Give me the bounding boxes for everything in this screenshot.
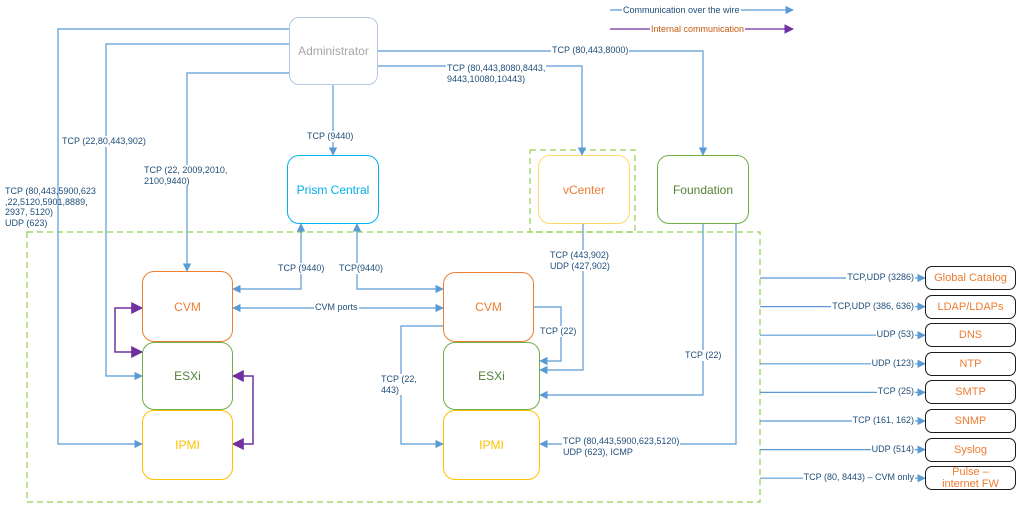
cluster-boundary xyxy=(26,231,761,503)
service-protocol-label: UDP (53) xyxy=(875,329,915,340)
esxi-right-label: ESXi xyxy=(478,369,505,383)
vcenter-label: vCenter xyxy=(562,182,606,197)
ipmi-left-label: IPMI xyxy=(175,438,200,452)
service-box: LDAP/LDAPs xyxy=(925,294,1016,319)
service-protocol-label: TCP (80, 8443) – CVM only xyxy=(802,472,915,483)
admin-cvm-label: TCP (22, 2009,2010, 2100,9440) xyxy=(143,165,229,186)
service-box: Syslog xyxy=(925,437,1016,462)
admin-prism-label: TCP (9440) xyxy=(306,131,355,142)
admin-ipmi-link xyxy=(57,28,290,449)
foundation-esxi-label: TCP (22) xyxy=(684,350,723,361)
cvm-esxi-internal-link xyxy=(114,302,144,358)
service-name: SMTP xyxy=(955,386,986,399)
cvm-ports-label: CVM ports xyxy=(314,302,359,313)
service-box: SNMP xyxy=(925,409,1016,433)
admin-cvm-link xyxy=(182,72,290,272)
service-box: Global Catalog xyxy=(925,266,1016,290)
administrator-node: Administrator xyxy=(289,17,378,85)
admin-foundation-label: TCP (80,443,8000) xyxy=(551,45,630,56)
vcenter-node: vCenter xyxy=(538,155,630,224)
ipmi-left-node: IPMI xyxy=(142,410,233,480)
service-name: NTP xyxy=(959,357,982,370)
admin-foundation-link xyxy=(378,50,708,156)
cvm-esxi-right-label: TCP (22) xyxy=(539,326,578,337)
service-name: LDAP/LDAPs xyxy=(937,300,1004,313)
pc-cvm-left-link xyxy=(232,223,306,294)
service-protocol-label: TCP (161, 162) xyxy=(851,415,915,426)
cvm-right-node: CVM xyxy=(443,272,534,342)
admin-vcenter-label: TCP (80,443,8080,8443, 9443,10080,10443) xyxy=(446,63,547,84)
foundation-ipmi-label: TCP (80,443,5900,623,5120) UDP (623), IC… xyxy=(562,436,681,457)
prism-central-label: Prism Central xyxy=(296,182,370,197)
service-name: DNS xyxy=(958,329,983,342)
esxi-ipmi-internal-link xyxy=(231,370,254,450)
service-name: Syslog xyxy=(953,443,988,456)
service-name: Global Catalog xyxy=(934,272,1007,284)
foundation-esxi-link xyxy=(539,224,704,400)
admin-esxi-link xyxy=(105,43,290,381)
service-protocol-label: UDP (514) xyxy=(870,443,915,455)
vcenter-esxi-label: TCP (443,902) UDP (427,902) xyxy=(549,250,611,271)
ipmi-right-label: IPMI xyxy=(479,438,504,452)
admin-esxi-label: TCP (22,80,443,902) xyxy=(61,136,147,147)
administrator-label: Administrator xyxy=(298,44,369,58)
service-protocol-label: UDP (123) xyxy=(870,357,915,369)
pc-cvm-right-label: TCP(9440) xyxy=(338,263,385,274)
esxi-right-node: ESXi xyxy=(443,342,540,410)
cvm-left-label: CVM xyxy=(174,299,201,314)
foundation-label: Foundation xyxy=(672,182,734,197)
foundation-node: Foundation xyxy=(657,155,749,224)
service-protocol-label: TCP (25) xyxy=(876,386,915,397)
cvm-left-node: CVM xyxy=(142,271,233,342)
legend-wire-label: Communication over the wire xyxy=(622,5,741,15)
pc-cvm-left-label: TCP (9440) xyxy=(277,263,326,274)
esxi-left-label: ESXi xyxy=(174,369,201,383)
service-box: Pulse – internet FW xyxy=(925,466,1016,491)
esxi-left-node: ESXi xyxy=(142,342,233,410)
cvm-right-label: CVM xyxy=(475,300,502,314)
service-box: SMTP xyxy=(925,380,1016,405)
service-box: DNS xyxy=(925,323,1016,348)
prism-central-node: Prism Central xyxy=(287,155,379,224)
service-protocol-label: TCP,UDP (3286) xyxy=(846,272,915,283)
admin-ipmi-label: TCP (80,443,5900,623 ,22,5120,5901,8889,… xyxy=(5,186,96,228)
service-name: Pulse – internet FW xyxy=(942,466,999,491)
service-name: SNMP xyxy=(954,415,987,427)
legend-internal-label: Internal communication xyxy=(650,24,746,34)
cvm-ipmi-right-label: TCP (22, 443) xyxy=(380,374,418,395)
pc-cvm-right-link xyxy=(352,223,444,294)
service-protocol-label: TCP,UDP (386, 636) xyxy=(831,300,915,312)
service-box: NTP xyxy=(925,351,1016,376)
vcenter-esxi-link xyxy=(539,224,584,375)
ipmi-right-node: IPMI xyxy=(443,410,540,480)
